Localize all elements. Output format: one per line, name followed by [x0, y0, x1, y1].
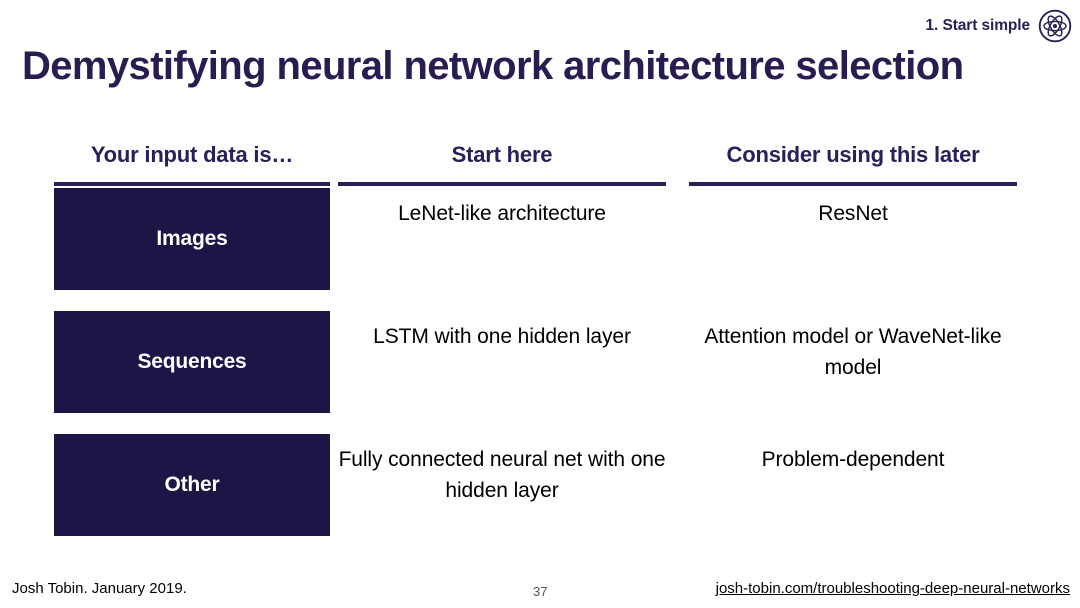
row-label-cell: Other	[0, 434, 330, 557]
row-consider-later-cell: Attention model or WaveNet-like model	[704, 325, 1002, 379]
column-header-label: Consider using this later	[726, 142, 980, 167]
row-start-here-cell: LSTM with one hidden layer	[373, 325, 631, 348]
table-row: Sequences LSTM with one hidden layer Att…	[0, 311, 1080, 434]
column-header-label: Start here	[451, 142, 553, 167]
column-header-rule	[54, 182, 330, 186]
row-consider-later-cell: ResNet	[818, 202, 888, 225]
row-label-badge: Images	[54, 188, 330, 290]
row-label-cell: Sequences	[0, 311, 330, 434]
architecture-selection-table: Your input data is… Start here Consider …	[0, 140, 1080, 557]
page-title: Demystifying neural network architecture…	[22, 44, 964, 88]
atom-icon	[1038, 9, 1072, 43]
table-row: Other Fully connected neural net with on…	[0, 434, 1080, 557]
column-header-consider-later: Consider using this later	[675, 140, 1020, 188]
section-marker: 1. Start simple	[926, 9, 1072, 43]
row-label-cell: Images	[0, 188, 330, 311]
column-header-input-data: Your input data is…	[0, 140, 330, 188]
row-consider-later-cell: Problem-dependent	[761, 448, 945, 471]
row-label-badge: Sequences	[54, 311, 330, 413]
section-marker-label: 1. Start simple	[925, 17, 1031, 34]
slide-footer: Josh Tobin. January 2019. 37 josh-tobin.…	[0, 574, 1080, 608]
row-start-here-cell: Fully connected neural net with one hidd…	[338, 448, 666, 502]
table-row: Images LeNet-like architecture ResNet	[0, 188, 1080, 311]
footer-link[interactable]: josh-tobin.com/troubleshooting-deep-neur…	[715, 580, 1070, 597]
column-header-rule	[338, 182, 666, 186]
column-header-label: Your input data is…	[90, 142, 294, 167]
row-label-badge: Other	[54, 434, 330, 536]
table-header-row: Your input data is… Start here Consider …	[0, 140, 1080, 188]
slide-number: 37	[533, 584, 548, 599]
column-header-rule	[689, 182, 1017, 186]
footer-credit: Josh Tobin. January 2019.	[12, 580, 187, 597]
column-header-start-here: Start here	[330, 140, 675, 188]
row-start-here-cell: LeNet-like architecture	[398, 202, 606, 225]
